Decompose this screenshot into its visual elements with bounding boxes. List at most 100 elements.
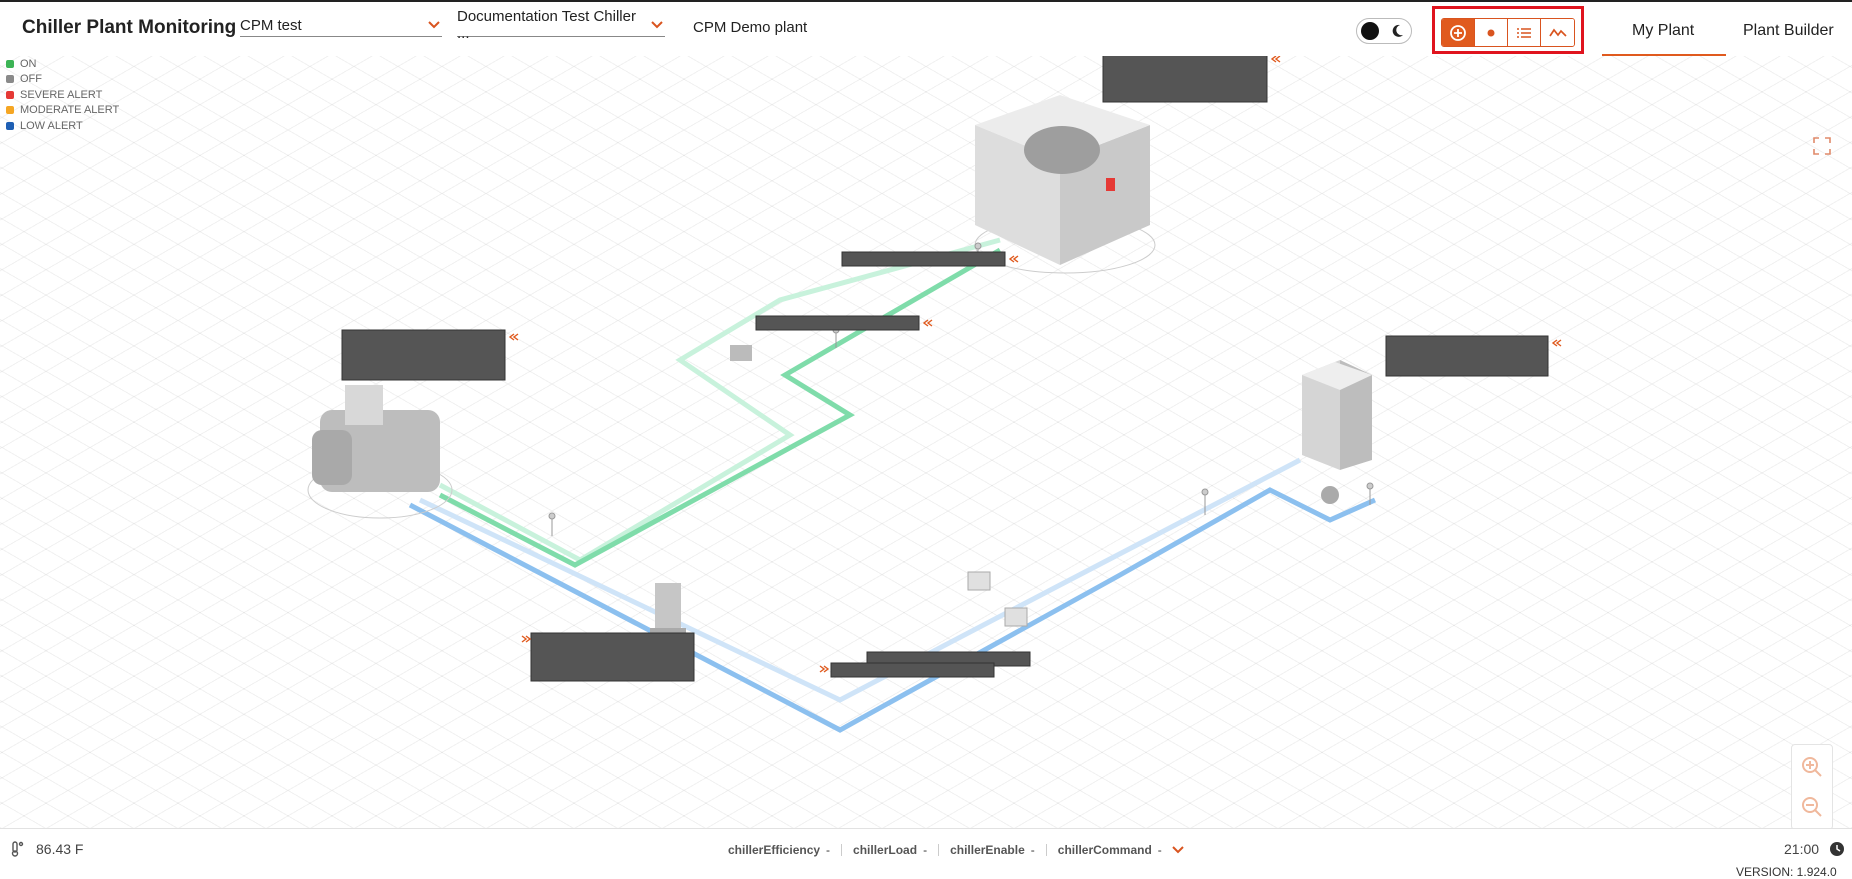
status-bar: 86.43 F chillerEfficiency - chillerLoad … bbox=[0, 828, 1852, 879]
plant-canvas[interactable] bbox=[0, 56, 1852, 830]
metric-value: - bbox=[1030, 843, 1035, 857]
legend-label: MODERATE ALERT bbox=[20, 104, 120, 117]
chevron-down-icon[interactable] bbox=[1172, 846, 1184, 854]
trend-icon bbox=[1548, 28, 1567, 37]
metric-value: - bbox=[923, 843, 928, 857]
chilled-supply-pipe bbox=[408, 487, 1377, 733]
toggle-knob bbox=[1361, 22, 1379, 40]
project-select-value: CPM test bbox=[240, 16, 302, 34]
dot-icon bbox=[1487, 29, 1495, 36]
moon-icon bbox=[1392, 24, 1403, 37]
app-version: VERSION: 1.924.0 bbox=[1736, 865, 1837, 879]
pump-body bbox=[655, 583, 681, 628]
legend-item-on: ON bbox=[6, 56, 119, 72]
temperature-readout: 86.43 F bbox=[10, 841, 83, 857]
app-title: Chiller Plant Monitoring bbox=[22, 17, 237, 38]
metric-label: chillerCommand bbox=[1057, 843, 1152, 857]
legend-swatch bbox=[6, 106, 14, 115]
plant-name: CPM Demo plant bbox=[693, 19, 808, 36]
tab-plant-builder[interactable]: Plant Builder bbox=[1743, 22, 1834, 39]
sensor-pins bbox=[548, 242, 1374, 536]
panel-flow-sensor[interactable] bbox=[755, 315, 920, 331]
top-bar: Chiller Plant Monitoring CPM test Docume… bbox=[0, 0, 1852, 56]
fullscreen-icon[interactable] bbox=[1812, 136, 1832, 156]
plant-diagram bbox=[307, 56, 1562, 733]
view-mode-highlight bbox=[1432, 6, 1584, 54]
clock-icon bbox=[1830, 842, 1844, 856]
condenser-return-pipe bbox=[438, 237, 1001, 563]
building-load-block[interactable] bbox=[1302, 360, 1372, 504]
metric-separator bbox=[1045, 844, 1047, 856]
status-legend: ON OFF SEVERE ALERT MODERATE ALERT LOW A… bbox=[6, 56, 119, 134]
legend-label: OFF bbox=[20, 73, 42, 86]
chiller-front-cylinder bbox=[312, 430, 352, 485]
building-roof bbox=[1302, 362, 1372, 390]
flow-sensor-valve[interactable] bbox=[730, 345, 752, 361]
site-select-value: Documentation Test Chiller ... bbox=[457, 8, 636, 42]
cooling-tower[interactable] bbox=[974, 95, 1156, 274]
chilled-return-pipe bbox=[418, 457, 1302, 703]
legend-item-moderate-alert: MODERATE ALERT bbox=[6, 103, 119, 119]
chevron-down-icon bbox=[649, 17, 665, 33]
layers-plus-icon bbox=[1450, 24, 1466, 41]
site-select[interactable]: Documentation Test Chiller ... bbox=[457, 8, 665, 42]
tower-fan bbox=[1024, 126, 1100, 174]
legend-swatch bbox=[6, 59, 14, 68]
legend-item-off: OFF bbox=[6, 72, 119, 88]
pump-vertical[interactable] bbox=[650, 583, 686, 640]
metrics-strip: chillerEfficiency - chillerLoad - chille… bbox=[728, 843, 1184, 857]
tower-alarm-light bbox=[1106, 178, 1115, 191]
chevron-down-icon bbox=[426, 17, 442, 33]
panel-pump-vertical[interactable] bbox=[530, 632, 695, 682]
active-tab-underline bbox=[1602, 54, 1726, 56]
metric-chiller-load: chillerLoad - bbox=[853, 843, 927, 857]
panel-building-load-block[interactable] bbox=[1385, 335, 1549, 377]
chiller-top-box bbox=[345, 385, 383, 425]
legend-swatch bbox=[6, 90, 14, 99]
panel-cooling-tower[interactable] bbox=[1102, 56, 1268, 103]
building-pump bbox=[1321, 486, 1339, 504]
view-button-layers[interactable] bbox=[1442, 19, 1475, 46]
zoom-out-icon[interactable] bbox=[1800, 795, 1824, 819]
legend-item-low-alert: LOW ALERT bbox=[6, 118, 119, 134]
metric-chiller-enable: chillerEnable - bbox=[950, 843, 1035, 857]
view-button-list[interactable] bbox=[1508, 19, 1541, 46]
panel-collapse-icons[interactable] bbox=[508, 56, 1562, 673]
building-right-face bbox=[1340, 360, 1372, 470]
view-mode-group bbox=[1441, 18, 1575, 47]
metric-label: chillerEnable bbox=[950, 843, 1025, 857]
thermometer-icon bbox=[11, 841, 24, 857]
legend-item-severe-alert: SEVERE ALERT bbox=[6, 87, 119, 103]
panel-water-cooled-chiller[interactable] bbox=[341, 329, 506, 381]
legend-label: SEVERE ALERT bbox=[20, 88, 103, 101]
current-time: 21:00 bbox=[1784, 841, 1820, 857]
view-button-trend[interactable] bbox=[1541, 19, 1574, 46]
dp-sensor-1[interactable] bbox=[967, 571, 991, 591]
water-cooled-chiller[interactable] bbox=[307, 385, 453, 519]
temperature-value: 86.43 F bbox=[36, 841, 84, 857]
list-icon bbox=[1517, 27, 1531, 38]
legend-label: LOW ALERT bbox=[20, 119, 83, 132]
zoom-in-icon[interactable] bbox=[1800, 755, 1824, 779]
metric-label: chillerLoad bbox=[853, 843, 918, 857]
metric-separator bbox=[841, 844, 843, 856]
legend-swatch bbox=[6, 121, 14, 130]
legend-label: ON bbox=[20, 57, 37, 70]
condenser-supply-pipe bbox=[438, 247, 1002, 568]
zoom-controls bbox=[1791, 744, 1833, 830]
panel-diff-pressure-sensor-2[interactable] bbox=[830, 662, 995, 678]
metric-value: - bbox=[826, 843, 831, 857]
metric-separator bbox=[938, 844, 940, 856]
project-select[interactable]: CPM test bbox=[240, 14, 442, 37]
panel-temperature-sensor[interactable] bbox=[841, 251, 1006, 267]
legend-swatch bbox=[6, 75, 14, 84]
metric-chiller-efficiency: chillerEfficiency - bbox=[728, 843, 830, 857]
tab-my-plant[interactable]: My Plant bbox=[1632, 22, 1695, 39]
label-panels bbox=[341, 56, 1549, 682]
view-button-dot[interactable] bbox=[1475, 19, 1508, 46]
metric-label: chillerEfficiency bbox=[728, 843, 821, 857]
metric-chiller-command: chillerCommand - bbox=[1058, 843, 1162, 857]
dp-sensor-2[interactable] bbox=[1004, 607, 1028, 627]
theme-toggle[interactable] bbox=[1356, 18, 1412, 44]
metric-value: - bbox=[1157, 843, 1162, 857]
